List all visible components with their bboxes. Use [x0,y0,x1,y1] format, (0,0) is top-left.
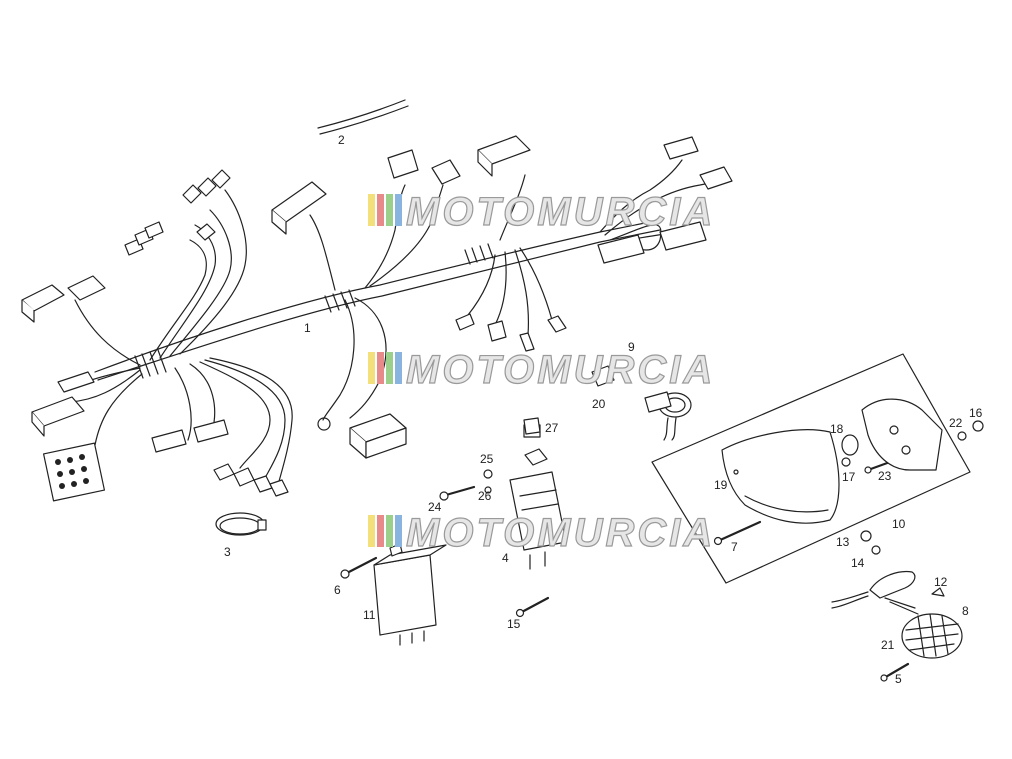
callout-12: 12 [934,575,948,589]
tail-light-assembly [651,353,971,584]
flasher-relay [373,543,447,646]
callout-3: 3 [224,545,231,559]
lens-grid [905,613,959,657]
callout-19: 19 [714,478,728,492]
callout-9: 9 [628,340,635,354]
callout-8: 8 [962,604,969,618]
callout-7: 7 [731,540,738,554]
sleeve-tube [317,99,409,135]
callout-27: 27 [545,421,559,435]
harness-connectors [21,135,733,502]
callout-22: 22 [949,416,963,430]
callout-4: 4 [502,551,509,565]
watermark-top: MOTOMURCIA [368,189,715,235]
lamp-socket [591,365,692,441]
callout-23: 23 [878,469,892,483]
horn-relay [509,424,567,570]
callout-10: 10 [892,517,906,531]
callout-2: 2 [338,133,345,147]
callout-labels: 1 2 3 4 5 6 7 8 9 10 11 12 13 14 15 16 1… [224,133,983,686]
cable-clamp [215,512,267,536]
callout-21: 21 [881,638,895,652]
callout-24: 24 [428,500,442,514]
callout-26: 26 [478,489,492,503]
turn-signal [831,570,963,659]
callout-20: 20 [592,397,606,411]
callout-15: 15 [507,617,521,631]
callout-11: 11 [363,608,376,622]
callout-6: 6 [334,583,341,597]
wiring-harness [69,159,716,486]
watermark-middle: MOTOMURCIA [368,347,715,393]
callout-25: 25 [480,452,494,466]
callout-16: 16 [969,406,983,420]
callout-1: 1 [304,321,311,335]
fasteners [340,417,984,682]
callout-5: 5 [895,672,902,686]
callout-18: 18 [830,422,844,436]
callout-17: 17 [842,470,856,484]
watermark-text: MOTOMURCIA [406,190,715,234]
watermark-text: MOTOMURCIA [406,348,715,392]
watermark-bottom: MOTOMURCIA [368,510,715,556]
callout-14: 14 [851,556,865,570]
callout-13: 13 [836,535,850,549]
connector-pins [55,454,89,489]
watermark-text: MOTOMURCIA [406,511,715,555]
